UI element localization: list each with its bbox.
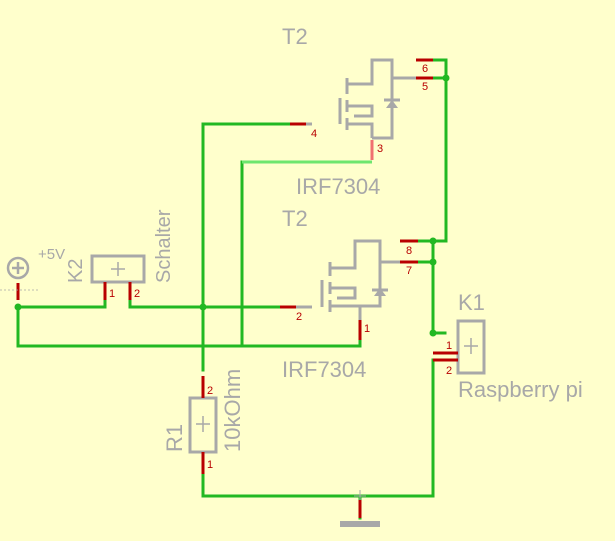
- t2-top-pin-3: 3: [377, 143, 383, 155]
- t2-bottom-transistor[interactable]: T2 IRF7304 8 7 2 1: [280, 206, 418, 382]
- junction-dot: [429, 329, 437, 337]
- wire-to-k1[interactable]: [431, 260, 447, 335]
- wire-drain-top[interactable]: [431, 58, 448, 80]
- k2-name: K2: [65, 259, 87, 283]
- k2-pin-1: 1: [109, 288, 115, 300]
- r1-pin-2: 2: [207, 385, 213, 397]
- t2-top-pin-4: 4: [311, 128, 317, 140]
- k1-pin-1: 1: [446, 340, 452, 352]
- t2-bottom-name: T2: [282, 206, 308, 231]
- junction-dot: [14, 303, 22, 311]
- t2-bottom-pin-1: 1: [364, 323, 370, 335]
- t2-bottom-value: IRF7304: [282, 357, 366, 382]
- k2-switch[interactable]: 1 2 K2 Schalter: [65, 209, 175, 300]
- junction-dot: [199, 303, 207, 311]
- wire-vcc-k2[interactable]: [16, 288, 107, 309]
- junction-dot: [442, 74, 450, 82]
- supply-symbol[interactable]: +5V: [0, 246, 65, 300]
- junctions: [14, 74, 450, 337]
- junction-dot: [429, 258, 437, 266]
- t2-top-pin-6: 6: [422, 63, 428, 75]
- wire-vcc-down[interactable]: [16, 305, 362, 348]
- k2-pin-2: 2: [134, 288, 140, 300]
- k2-value: Schalter: [153, 209, 175, 283]
- t2-bottom-pin-7: 7: [406, 265, 412, 277]
- r1-resistor[interactable]: 2 1 R1 10kOhm: [162, 369, 245, 474]
- t2-top-value: IRF7304: [296, 174, 380, 199]
- k1-name: K1: [458, 290, 485, 315]
- t2-top-name: T2: [282, 24, 308, 49]
- r1-name: R1: [162, 424, 187, 452]
- wire-drain-bottom[interactable]: [416, 239, 435, 264]
- t2-bottom-pin-2: 2: [296, 311, 302, 323]
- k1-connector[interactable]: 1 2 K1 Raspberry pi: [433, 290, 583, 402]
- t2-top-transistor[interactable]: T2 IRF7304 6 5 4 3: [282, 24, 433, 199]
- wire-drain-right[interactable]: [431, 76, 448, 243]
- r1-pin-1: 1: [207, 459, 213, 471]
- junction-dot: [429, 237, 437, 245]
- t2-bottom-pin-8: 8: [406, 245, 412, 257]
- k1-value: Raspberry pi: [458, 377, 583, 402]
- ground-symbol[interactable]: [340, 490, 380, 527]
- k1-pin-2: 2: [446, 365, 452, 377]
- supply-label: +5V: [38, 246, 65, 263]
- r1-value: 10kOhm: [220, 369, 245, 452]
- supply-circle: [6, 256, 30, 280]
- t2-top-pin-5: 5: [422, 81, 428, 93]
